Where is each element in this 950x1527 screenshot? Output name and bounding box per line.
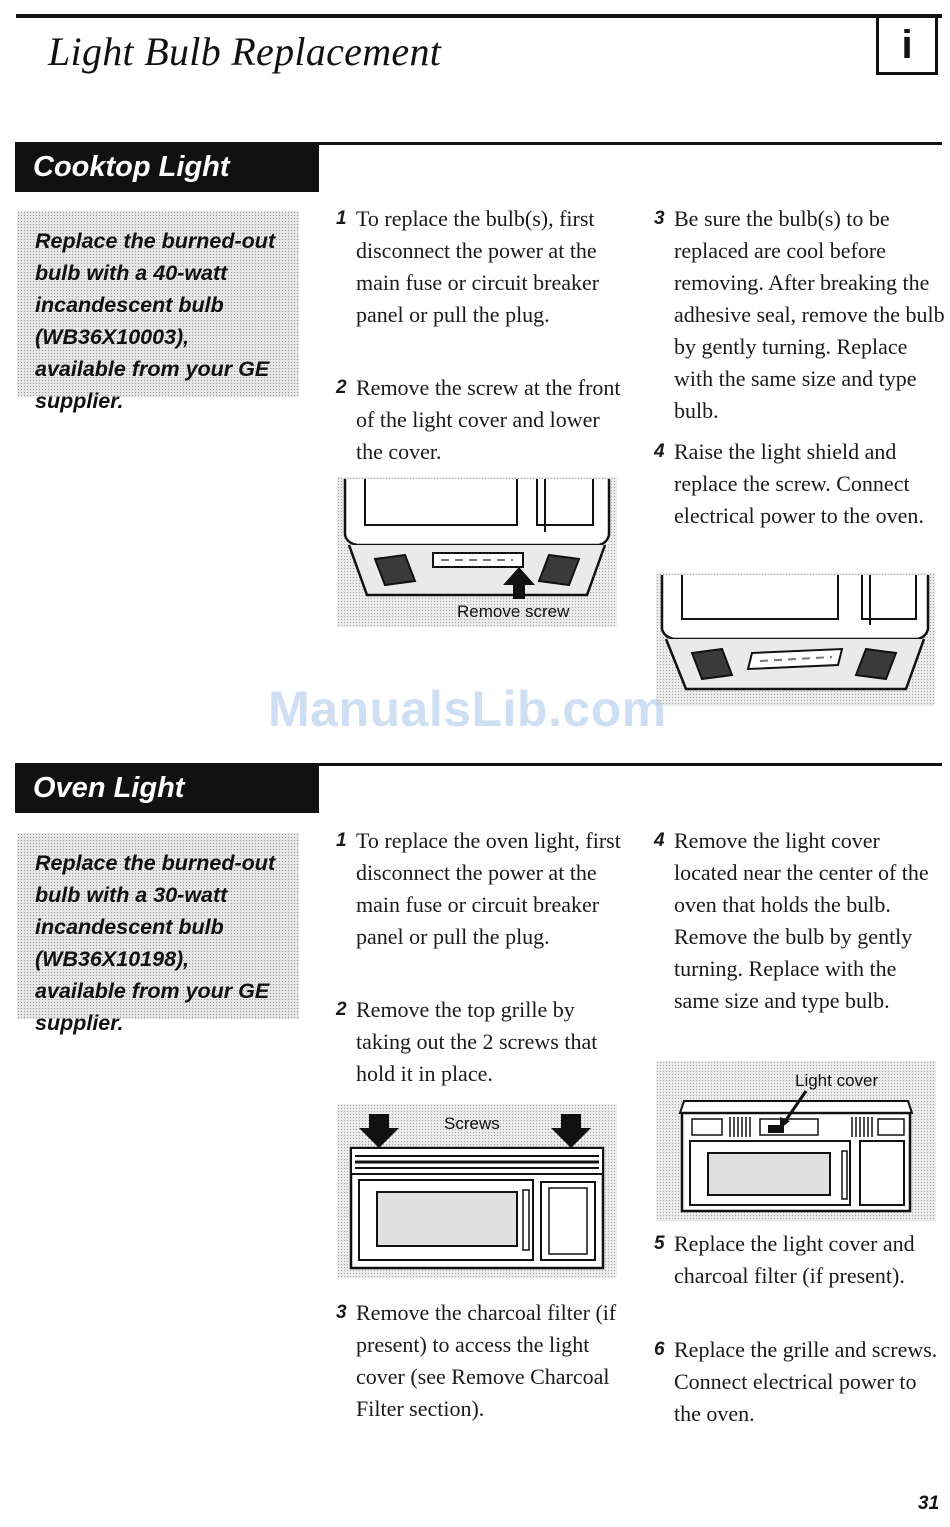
cooktop-step-3: 3 Be sure the bulb(s) to be replaced are… xyxy=(654,203,946,427)
oven-bulb-note: Replace the burned-out bulb with a 30-wa… xyxy=(17,833,299,1035)
page-number: 31 xyxy=(918,1493,940,1514)
step-number: 1 xyxy=(336,830,347,851)
step-text: Be sure the bulb(s) to be replaced are c… xyxy=(674,206,945,423)
top-rule xyxy=(16,14,942,18)
cooktop-step-1: 1 To replace the bulb(s), first disconne… xyxy=(336,203,626,331)
step-text: Replace the light cover and charcoal fil… xyxy=(674,1231,915,1288)
oven-step-2: 2 Remove the top grille by taking out th… xyxy=(336,994,628,1090)
step-text: Remove the charcoal filter (if present) … xyxy=(356,1300,617,1421)
step-number: 4 xyxy=(654,830,665,851)
cooktop-replace-shield-illustration xyxy=(656,573,935,706)
oven-step-3: 3 Remove the charcoal filter (if present… xyxy=(336,1297,628,1425)
cooktop-step-4: 4 Raise the light shield and replace the… xyxy=(654,436,946,532)
info-icon: i xyxy=(876,17,938,75)
remove-screw-label: Remove screw xyxy=(457,602,570,621)
step-number: 5 xyxy=(654,1233,665,1254)
step-number: 4 xyxy=(654,441,665,462)
oven-screws-illustration: Screws xyxy=(337,1104,617,1278)
step-number: 3 xyxy=(336,1302,347,1323)
step-text: Replace the grille and screws. Connect e… xyxy=(674,1337,938,1426)
section-rule-oven xyxy=(318,763,942,766)
oven-step-5: 5 Replace the light cover and charcoal f… xyxy=(654,1228,946,1292)
cooktop-step-2: 2 Remove the screw at the front of the l… xyxy=(336,372,626,468)
oven-step-1: 1 To replace the oven light, first disco… xyxy=(336,825,628,953)
oven-step-4: 4 Remove the light cover located near th… xyxy=(654,825,946,1017)
step-text: Remove the light cover located near the … xyxy=(674,828,929,1013)
step-text: To replace the oven light, first disconn… xyxy=(356,828,621,949)
screws-label: Screws xyxy=(444,1114,500,1133)
cooktop-remove-screw-illustration: Remove screw xyxy=(337,477,617,627)
step-number: 2 xyxy=(336,999,347,1020)
oven-step-6: 6 Replace the grille and screws. Connect… xyxy=(654,1334,946,1430)
step-number: 6 xyxy=(654,1339,665,1360)
oven-light-cover-illustration: Light cover xyxy=(656,1061,936,1221)
watermark: ManualsLib.com xyxy=(268,681,667,737)
step-number: 3 xyxy=(654,208,665,229)
page-title: Light Bulb Replacement xyxy=(48,29,442,74)
step-number: 2 xyxy=(336,377,347,398)
step-text: Raise the light shield and replace the s… xyxy=(674,439,924,528)
section-heading-cooktop: Cooktop Light xyxy=(15,142,319,192)
step-text: Remove the screw at the front of the lig… xyxy=(356,375,621,464)
step-text: Remove the top grille by taking out the … xyxy=(356,997,598,1086)
info-icon-glyph: i xyxy=(901,22,913,67)
section-heading-oven: Oven Light xyxy=(15,763,319,813)
step-text: To replace the bulb(s), first disconnect… xyxy=(356,206,600,327)
section-rule-cooktop xyxy=(318,142,942,145)
cooktop-bulb-note: Replace the burned-out bulb with a 40-wa… xyxy=(17,211,299,413)
step-number: 1 xyxy=(336,208,347,229)
light-cover-label: Light cover xyxy=(795,1071,878,1090)
